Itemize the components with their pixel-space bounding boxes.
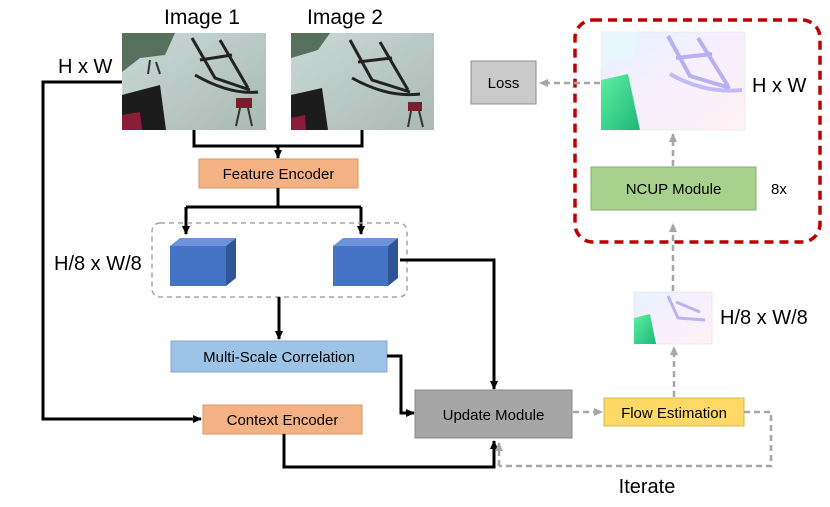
full-res-flow-image (600, 31, 746, 131)
context-encoder-box: Context Encoder (202, 404, 363, 435)
resolution-hw-right: H x W (752, 75, 807, 97)
input-image-1 (122, 33, 266, 130)
feature-encoder-box: Feature Encoder (198, 158, 359, 189)
upsampling-highlight-frame (573, 18, 822, 244)
resolution-h8-right: H/8 x W/8 (720, 307, 808, 329)
feature-map-1-cube (170, 238, 236, 286)
update-module-label: Update Module (443, 407, 545, 424)
loss-label: Loss (488, 75, 520, 92)
ncup-module-label: NCUP Module (626, 181, 722, 198)
low-res-flow-image (633, 291, 713, 345)
resolution-h8-left: H/8 x W/8 (54, 253, 142, 275)
flow-estimation-box: Flow Estimation (603, 397, 745, 427)
loss-box: Loss (470, 60, 537, 105)
flow-estimation-label: Flow Estimation (621, 405, 727, 422)
input-image-2 (291, 33, 434, 130)
image1-label: Image 1 (164, 6, 240, 29)
feature-map-2-cube (333, 238, 398, 286)
resolution-hw-left: H x W (58, 56, 113, 78)
iterate-label: Iterate (619, 476, 676, 498)
image2-label: Image 2 (307, 6, 383, 29)
context-encoder-label: Context Encoder (227, 412, 339, 429)
multi-scale-correlation-label: Multi-Scale Correlation (203, 349, 355, 366)
feature-encoder-label: Feature Encoder (223, 166, 335, 183)
upsampling-factor-label: 8x (771, 181, 787, 198)
ncup-module-box: NCUP Module (590, 166, 757, 211)
multi-scale-correlation-box: Multi-Scale Correlation (170, 340, 388, 373)
update-module-box: Update Module (414, 389, 573, 439)
